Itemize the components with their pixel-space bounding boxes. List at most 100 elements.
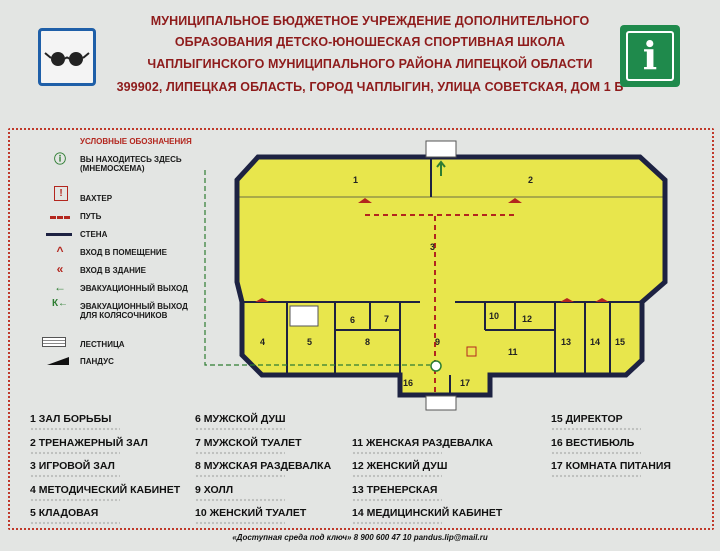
room-entrance-icon: ^ xyxy=(56,244,64,258)
room-list-label: 3 ИГРОВОЙ ЗАЛ xyxy=(30,460,115,472)
svg-text:11: 11 xyxy=(508,347,518,357)
stairs-icon xyxy=(42,337,66,347)
braille-text xyxy=(195,474,285,478)
room-list-item: 1 ЗАЛ БОРЬБЫ xyxy=(30,413,120,431)
information-icon: i xyxy=(620,25,680,87)
svg-text:14: 14 xyxy=(590,337,600,347)
svg-text:9: 9 xyxy=(435,337,440,347)
braille-text xyxy=(30,497,120,502)
braille-text xyxy=(352,450,442,455)
building-outline xyxy=(234,154,668,398)
room-list-item: 13 ТРЕНЕРСКАЯ xyxy=(352,484,442,502)
footer-contact: «Доступная среда под ключ» 8 900 600 47 … xyxy=(232,533,488,542)
interior-walls xyxy=(286,302,611,395)
svg-text:2: 2 xyxy=(528,175,533,185)
legend-stairs: ЛЕСТНИЦА xyxy=(80,340,125,349)
you-are-here-marker xyxy=(430,360,442,372)
wall-icon xyxy=(46,233,72,236)
room-list-label: 8 МУЖСКАЯ РАЗДЕВАЛКА xyxy=(195,460,332,472)
sign-frame xyxy=(8,128,714,530)
svg-text:5: 5 xyxy=(307,337,312,347)
room-list-item: 8 МУЖСКАЯ РАЗДЕВАЛКА xyxy=(195,460,331,478)
low-vision-glasses-icon xyxy=(38,28,96,86)
room-list-label: 4 МЕТОДИЧЕСКИЙ КАБИНЕТ xyxy=(30,483,181,496)
svg-text:4: 4 xyxy=(260,337,265,347)
stairs-icon xyxy=(425,140,457,158)
mnemonic-link xyxy=(204,170,430,366)
evacuation-arrow xyxy=(436,160,446,176)
braille-text xyxy=(30,474,120,478)
legend-building-entrance: ВХОД В ЗДАНИЕ xyxy=(80,266,146,275)
braille-text xyxy=(352,521,442,525)
header-address: 399902, ЛИПЕЦКАЯ ОБЛАСТЬ, ГОРОД ЧАПЛЫГИН… xyxy=(116,80,624,94)
svg-text:8: 8 xyxy=(365,337,370,347)
room-list-item: 3 ИГРОВОЙ ЗАЛ xyxy=(30,460,120,478)
svg-text:17: 17 xyxy=(460,378,470,388)
legend-wall: СТЕНА xyxy=(80,230,108,239)
room-list-label: 11 ЖЕНСКАЯ РАЗДЕВАЛКА xyxy=(352,436,493,449)
svg-text:15: 15 xyxy=(615,337,625,347)
legend-guard: ВАХТЕР xyxy=(80,194,113,203)
room-list-label: 5 КЛАДОВАЯ xyxy=(30,507,99,519)
guard-icon: ! xyxy=(54,186,68,201)
room-list-item: 4 МЕТОДИЧЕСКИЙ КАБИНЕТ xyxy=(30,484,180,502)
guard-marker xyxy=(466,346,477,357)
room-list-item: 7 МУЖСКОЙ ТУАЛЕТ xyxy=(195,437,302,455)
legend-title: УСЛОВНЫЕ ОБОЗНАЧЕНИЯ xyxy=(80,137,192,146)
room-list-label: 1 ЗАЛ БОРЬБЫ xyxy=(30,413,112,425)
legend-room-entrance: ВХОД В ПОМЕЩЕНИЕ xyxy=(80,248,167,257)
building-entrance-icon: « xyxy=(56,262,64,276)
room-list-label: 15 ДИРЕКТОР xyxy=(551,413,623,425)
svg-text:13: 13 xyxy=(561,337,571,347)
evacuation-exit-icon: ← xyxy=(54,280,66,294)
room-list-label: 13 ТРЕНЕРСКАЯ xyxy=(352,483,438,496)
you-are-here-icon: ⓘ xyxy=(53,152,66,166)
room-list-item: 16 ВЕСТИБЮЛЬ xyxy=(551,437,641,455)
svg-text:12: 12 xyxy=(522,314,532,324)
ramp-icon xyxy=(47,357,69,365)
braille-text xyxy=(195,427,285,431)
braille-text xyxy=(195,521,285,525)
legend-path: ПУТЬ xyxy=(80,212,102,221)
room-list-item: 17 КОМНАТА ПИТАНИЯ xyxy=(551,460,671,478)
room-list-label: 14 МЕДИЦИНСКИЙ КАБИНЕТ xyxy=(352,507,503,519)
room-list-label: 17 КОМНАТА ПИТАНИЯ xyxy=(551,460,671,472)
braille-text xyxy=(30,521,120,525)
room-list-item: 15 ДИРЕКТОР xyxy=(551,413,641,431)
header-line-2: ОБРАЗОВАНИЯ ДЕТСКО-ЮНОШЕСКАЯ СПОРТИВНАЯ … xyxy=(174,35,566,49)
room-list-item: 11 ЖЕНСКАЯ РАЗДЕВАЛКА xyxy=(352,437,493,455)
room-list-label: 9 ХОЛЛ xyxy=(195,483,234,496)
braille-text xyxy=(30,427,120,431)
stairs-icon xyxy=(289,305,319,327)
wheelchair-exit-icon: К← xyxy=(51,298,69,309)
svg-text:7: 7 xyxy=(384,314,389,324)
room-list-label: 10 ЖЕНСКИЙ ТУАЛЕТ xyxy=(195,507,307,519)
room-list-label: 2 ТРЕНАЖЕРНЫЙ ЗАЛ xyxy=(30,436,148,449)
path-icon xyxy=(50,216,70,222)
svg-text:1: 1 xyxy=(353,175,358,185)
room-list-item: 5 КЛАДОВАЯ xyxy=(30,507,120,525)
svg-text:16: 16 xyxy=(403,378,413,388)
room-list-item: 10 ЖЕНСКИЙ ТУАЛЕТ xyxy=(195,507,306,525)
braille-text xyxy=(551,450,641,455)
legend-evacuation-exit: ЭВАКУАЦИОННЫЙ ВЫХОД xyxy=(80,284,188,293)
braille-text xyxy=(195,450,285,455)
room-list-label: 16 ВЕСТИБЮЛЬ xyxy=(551,436,635,449)
room-list-item: 2 ТРЕНАЖЕРНЫЙ ЗАЛ xyxy=(30,437,148,455)
header-line-1: МУНИЦИПАЛЬНОЕ БЮДЖЕТНОЕ УЧРЕЖДЕНИЕ ДОПОЛ… xyxy=(150,14,590,28)
braille-text xyxy=(551,474,641,478)
header-line-3: ЧАПЛЫГИНСКОГО МУНИЦИПАЛЬНОГО РАЙОНА ЛИПЕ… xyxy=(147,57,593,71)
room-list-item: 12 ЖЕНСКИЙ ДУШ xyxy=(352,460,447,478)
room-entrance-markers xyxy=(255,198,609,302)
braille-text xyxy=(551,427,641,431)
stairs-icon xyxy=(425,395,457,411)
svg-text:6: 6 xyxy=(350,315,355,325)
room-list-label: 6 МУЖСКОЙ ДУШ xyxy=(195,413,286,425)
room-list-item: 6 МУЖСКОЙ ДУШ xyxy=(195,413,286,431)
braille-text xyxy=(195,497,285,502)
braille-text xyxy=(352,497,442,502)
braille-text xyxy=(30,450,120,455)
legend-ramp: ПАНДУС xyxy=(80,357,114,366)
room-list-item: 14 МЕДИЦИНСКИЙ КАБИНЕТ xyxy=(352,507,502,525)
